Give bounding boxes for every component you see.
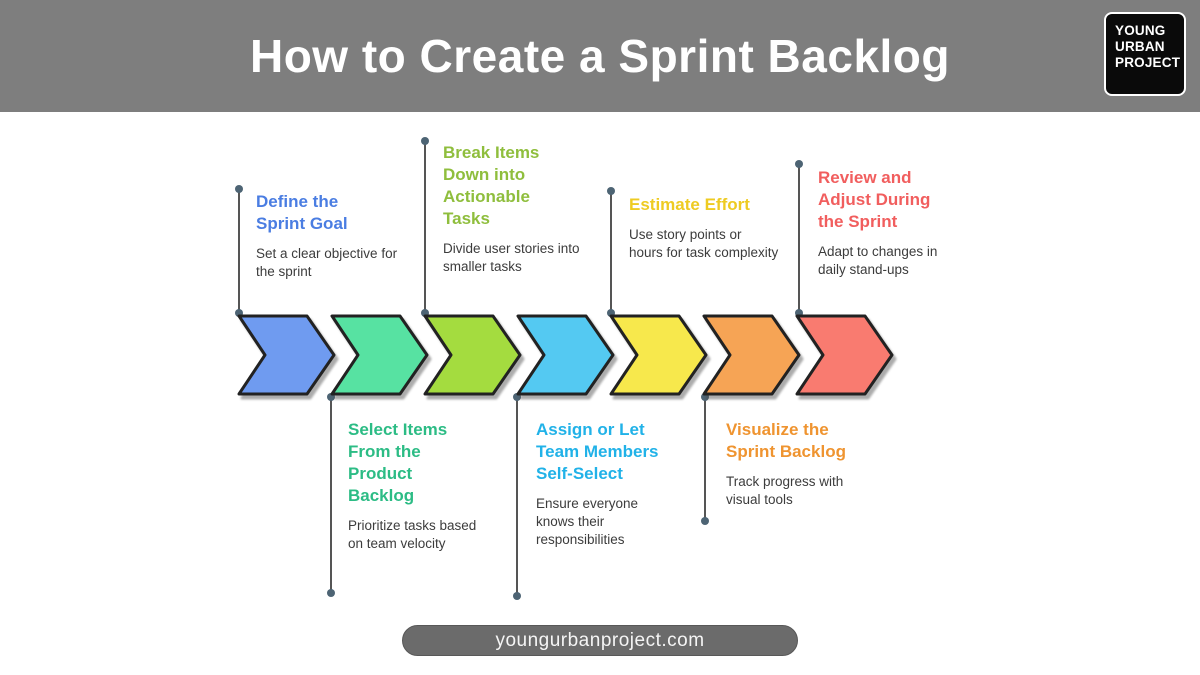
step-title: Estimate Effort [629,195,750,214]
step-title: Assign or Let Team Members Self-Select [536,420,659,484]
logo-text-line: YOUNG [1115,23,1166,38]
chevron-arrow [516,314,615,396]
step-description: Use story points or hours for task compl… [629,227,779,261]
connector-dot [513,393,521,401]
connector-dot [327,589,335,597]
step-annotation: Select Items From the Product Backlog Pr… [348,419,478,553]
step-annotation: Assign or Let Team Members Self-Select E… [536,419,676,549]
chevron-arrow [609,314,708,396]
chevron-shape [702,314,801,396]
step-title: Break Items Down into Actionable Tasks [443,143,540,229]
connector-dot [235,309,243,317]
connector-dot [327,393,335,401]
connector-dot [235,185,243,193]
connector-line [795,160,803,317]
footer-pill: youngurbanproject.com [402,625,798,656]
step-description: Set a clear objective for the sprint [256,246,398,280]
connector-dot [701,517,709,525]
connector-dot [795,160,803,168]
page-title: How to Create a Sprint Backlog [249,30,950,82]
header: How to Create a Sprint Backlog YOUNG URB… [0,0,1200,112]
chevron-shape [609,314,708,396]
connector-dot [421,309,429,317]
step-title: Visualize the Sprint Backlog [726,420,846,462]
step-description: Ensure everyone knows their responsibili… [536,496,639,548]
chevron-arrow [423,314,522,396]
step-description: Track progress with visual tools [726,474,844,508]
step-description: Adapt to changes in daily stand-ups [818,244,938,278]
chevron-arrow [330,314,429,396]
chevron-shape [795,314,894,396]
connector-dot [421,137,429,145]
step-annotation: Review and Adjust During the Sprint Adap… [818,167,968,279]
connector-line [235,185,243,317]
step-title: Select Items From the Product Backlog [348,420,448,506]
chevron-arrow [237,314,336,396]
step-annotation: Visualize the Sprint Backlog Track progr… [726,419,876,509]
step-description: Prioritize tasks based on team velocity [348,518,477,552]
connector-dot [701,393,709,401]
connector-line [421,137,429,317]
website-url: youngurbanproject.com [495,629,705,651]
chevron-arrow [795,314,894,396]
step-annotation: Break Items Down into Actionable Tasks D… [443,142,583,276]
connector-dot [513,592,521,600]
logo-text-line: URBAN [1115,39,1165,55]
brand-logo: YOUNG URBAN PROJECT [1104,12,1186,96]
connector-line [513,393,521,600]
connector-dot [607,309,615,317]
connector-line [607,187,615,317]
step-annotation: Estimate Effort Use story points or hour… [629,194,779,262]
chevron-shape [237,314,336,396]
step-description: Divide user stories into smaller tasks [443,241,580,275]
connector-dot [607,187,615,195]
chevron-shape [330,314,429,396]
connector-dot [795,309,803,317]
chevron-shape [423,314,522,396]
chevron-arrow [702,314,801,396]
connector-line [327,393,335,597]
step-annotation: Define the Sprint Goal Set a clear objec… [256,191,406,281]
step-title: Review and Adjust During the Sprint [818,168,931,232]
chevron-shape [516,314,615,396]
connector-line [701,393,709,525]
step-title: Define the Sprint Goal [256,192,348,234]
chevron-flow [237,313,894,397]
logo-text-line: PROJECT [1115,55,1181,71]
